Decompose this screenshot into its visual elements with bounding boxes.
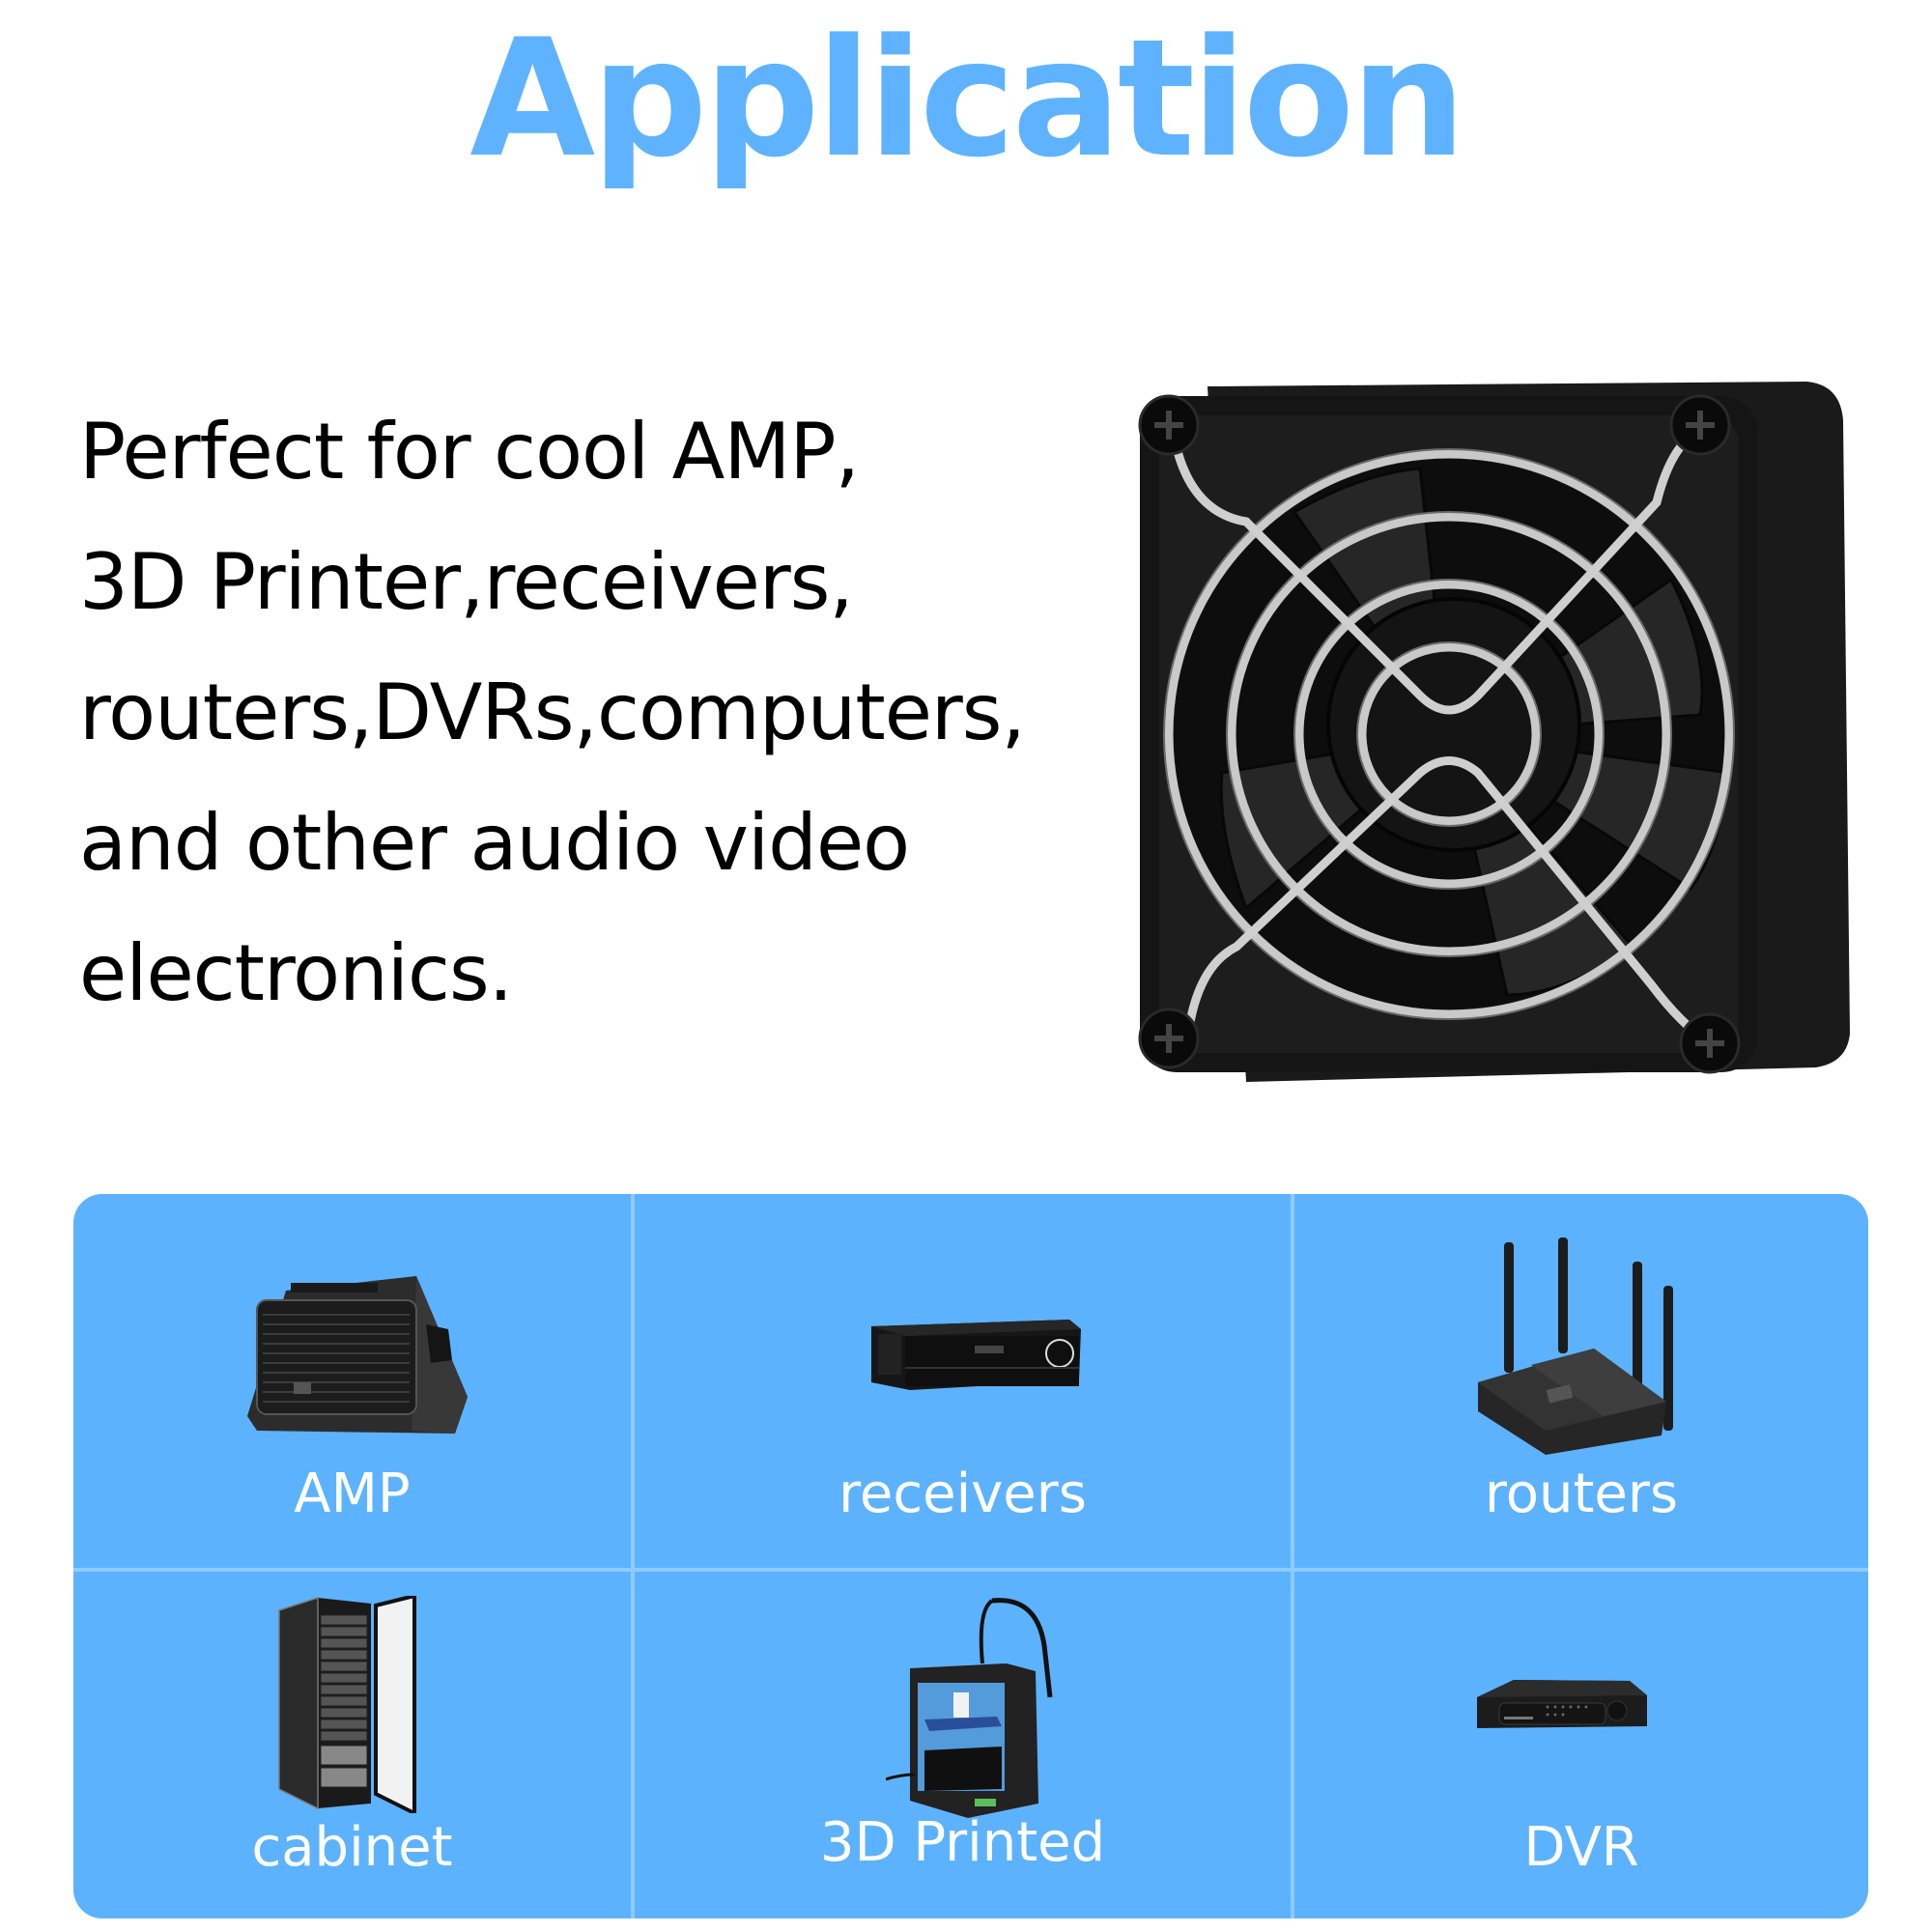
- 3d-printer-icon: [886, 1598, 1053, 1818]
- av-receiver-icon: [871, 1320, 1081, 1390]
- application-item-routers: routers: [1294, 1194, 1868, 1568]
- description-text: Perfect for cool AMP, 3D Printer,receive…: [79, 386, 1142, 1038]
- application-label: DVR: [1523, 1816, 1639, 1879]
- application-label: 3D Printed: [819, 1811, 1106, 1874]
- server-cabinet-icon: [278, 1596, 416, 1813]
- cooling-fan-icon: [1138, 382, 1850, 1082]
- application-label: routers: [1484, 1463, 1679, 1525]
- application-item-dvr: DVR: [1294, 1572, 1868, 1918]
- amplifier-speaker-icon: [247, 1276, 468, 1434]
- application-item-cabinet: cabinet: [73, 1572, 631, 1918]
- application-item-3d-printed: 3D Printed: [635, 1572, 1291, 1918]
- grid-divider: [73, 1568, 1868, 1572]
- application-label: AMP: [294, 1463, 411, 1525]
- dvr-recorder-icon: [1477, 1680, 1647, 1728]
- grid-divider: [631, 1194, 635, 1918]
- applications-panel: AMP receivers routers: [73, 1194, 1868, 1918]
- wifi-router-icon: [1478, 1237, 1673, 1455]
- description-line: Perfect for cool AMP,: [79, 407, 860, 497]
- application-item-receivers: receivers: [635, 1194, 1291, 1568]
- description-line: and other audio video: [79, 798, 910, 888]
- application-item-amp: AMP: [73, 1194, 631, 1568]
- page-title: Application: [469, 4, 1466, 193]
- application-label: receivers: [838, 1463, 1087, 1525]
- description-line: 3D Printer,receivers,: [79, 537, 854, 627]
- description-line: electronics.: [79, 928, 513, 1018]
- application-label: cabinet: [251, 1816, 453, 1879]
- description-line: routers,DVRs,computers,: [79, 668, 1026, 757]
- grid-divider: [1291, 1194, 1294, 1918]
